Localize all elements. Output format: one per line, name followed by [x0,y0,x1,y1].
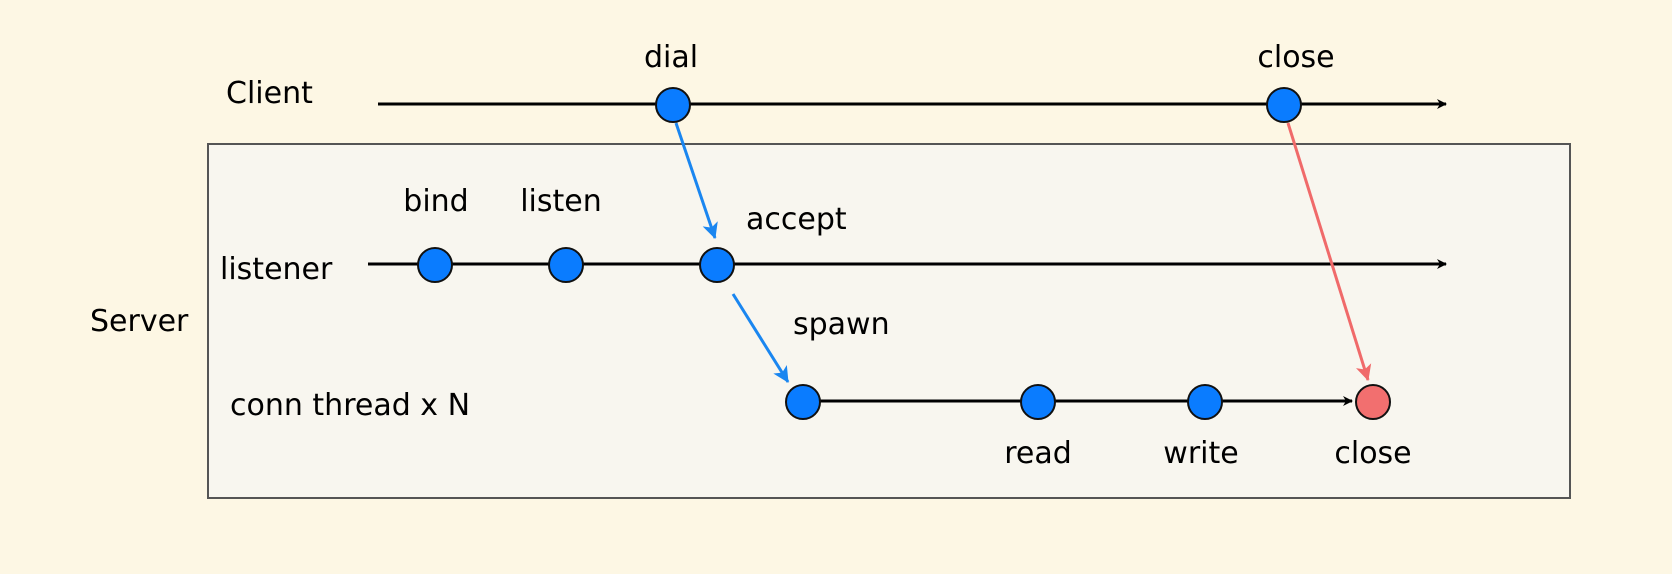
client-close-label: close [1257,40,1334,75]
listen-node [548,247,584,283]
dial-to-accept-arrow [674,122,718,239]
conn-close-label: close [1334,436,1411,471]
listener-lane-label: listener [220,252,333,287]
client-close-node [1266,87,1302,123]
accept-to-spawn-arrow [731,293,790,383]
spawn-label: spawn [793,307,890,342]
read-node [1020,384,1056,420]
client-close-to-conn-close-arrow [1286,122,1372,381]
write-node [1187,384,1223,420]
bind-label: bind [403,184,468,219]
write-label: write [1163,436,1238,471]
client-lane-label: Client [226,76,313,111]
read-label: read [1004,436,1072,471]
server-label: Server [90,304,189,339]
dial-label: dial [644,40,698,75]
dial-node [655,87,691,123]
accept-node [699,247,735,283]
server-box [207,143,1571,499]
listen-label: listen [520,184,602,219]
spawn-node [785,384,821,420]
conn-close-node [1355,384,1391,420]
conn-thread-lane-label: conn thread x N [230,388,470,423]
accept-label: accept [746,202,847,237]
bind-node [417,247,453,283]
